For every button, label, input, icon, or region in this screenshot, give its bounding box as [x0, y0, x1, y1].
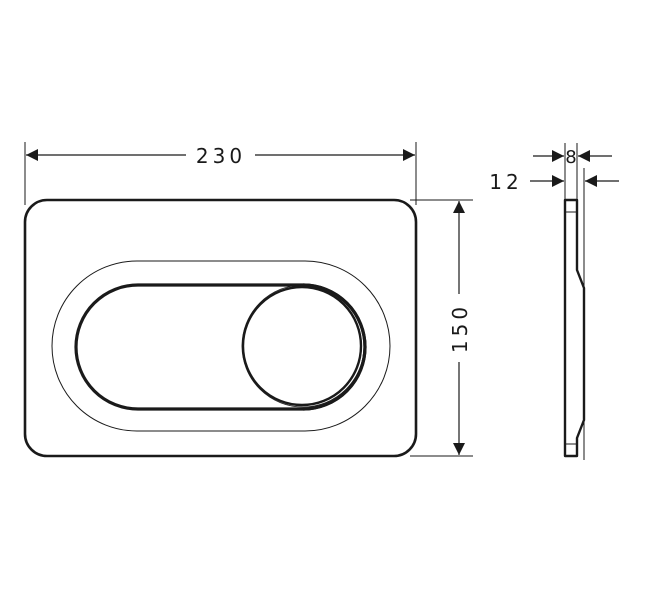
front-view [23, 198, 418, 458]
thickness-12-label: 12 [489, 170, 522, 194]
side-profile-outline [563, 198, 586, 458]
inner-stadium-right-arc [302, 283, 367, 411]
outer-stadium-recess [51, 260, 391, 432]
thickness-8-label: 8 [565, 147, 576, 168]
thickness-dimensions: 8 12 [489, 143, 619, 460]
width-dimension: 230 [24, 142, 417, 205]
outer-plate [23, 198, 418, 458]
width-label: 230 [196, 144, 246, 168]
height-dimension: 150 [410, 199, 473, 457]
round-button [241, 285, 363, 407]
side-view [563, 198, 586, 458]
height-label: 150 [448, 303, 472, 353]
